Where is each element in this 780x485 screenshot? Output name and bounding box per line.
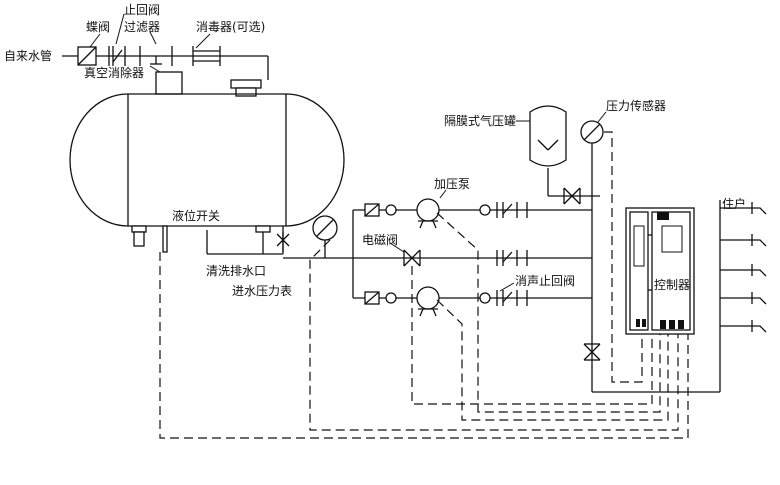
faucet-icon-3	[751, 264, 767, 277]
tank-isolation-valve-icon	[563, 187, 581, 205]
pump-line-lower	[364, 282, 528, 317]
outlet-drain-valve-icon	[583, 343, 601, 361]
label-tap-water-pipe: 自来水管	[4, 48, 52, 63]
sterilizer-icon	[192, 46, 221, 66]
label-butterfly-valve: 蝶阀	[86, 19, 110, 34]
tank-outlet-right	[255, 225, 271, 233]
resident-branches	[720, 202, 767, 333]
bypass-line-middle	[389, 242, 528, 267]
storage-tank	[69, 93, 345, 254]
booster-pump-upper-icon	[416, 198, 440, 222]
label-silent-check-valve: 消声止回阀	[515, 274, 575, 288]
faucet-icon-4	[751, 292, 767, 305]
inlet-piping	[62, 13, 269, 97]
faucet-icon-1	[751, 202, 767, 215]
tank-outlet-left	[131, 225, 147, 233]
check-valve-top-icon	[108, 46, 126, 66]
diaphragm-pressure-tank-icon	[516, 105, 567, 167]
faucet-icon-2	[751, 234, 767, 247]
faucet-icon-5	[751, 320, 767, 333]
booster-pump-lower-icon	[416, 286, 440, 310]
label-drain-outlet: 清洗排水口	[206, 264, 266, 278]
label-solenoid-valve: 电磁阀	[362, 232, 398, 247]
inlet-pressure-gauge-icon	[312, 215, 338, 258]
tank-top-fitting	[230, 79, 262, 89]
label-sterilizer: 消毒器(可选)	[196, 20, 265, 34]
solenoid-valve-icon	[403, 249, 421, 267]
discharge-header	[547, 168, 721, 393]
label-diaphragm-tank: 隔膜式气压罐	[444, 113, 516, 128]
level-switch-icon	[162, 225, 168, 253]
label-booster-pump: 加压泵	[434, 177, 470, 191]
label-controller: 控制器	[654, 278, 690, 292]
controller-cabinet	[625, 207, 695, 335]
vacuum-eliminator-icon	[155, 71, 183, 95]
pressure-sensor-icon	[580, 111, 607, 196]
labels: 自来水管 蝶阀 止回阀 过滤器 消毒器(可选) 真空消除器 隔膜式气压罐 压力传…	[4, 3, 746, 298]
control-wiring	[159, 131, 689, 439]
label-pressure-sensor: 压力传感器	[606, 98, 666, 113]
tank-top-flange	[235, 87, 257, 97]
label-level-switch: 液位开关	[172, 208, 220, 223]
drain-valve-icon	[276, 232, 290, 252]
tank-outlet-left-stub	[133, 231, 145, 247]
label-inlet-gauge: 进水压力表	[232, 284, 292, 298]
label-residents: 住户	[722, 196, 746, 211]
label-check-valve-top: 止回阀	[124, 3, 160, 17]
pump-line-upper	[364, 189, 528, 229]
silent-check-valve-icon	[496, 290, 528, 306]
filter-icon	[139, 46, 173, 66]
label-vacuum-eliminator: 真空消除器	[84, 65, 144, 80]
label-filter: 过滤器	[124, 20, 160, 34]
